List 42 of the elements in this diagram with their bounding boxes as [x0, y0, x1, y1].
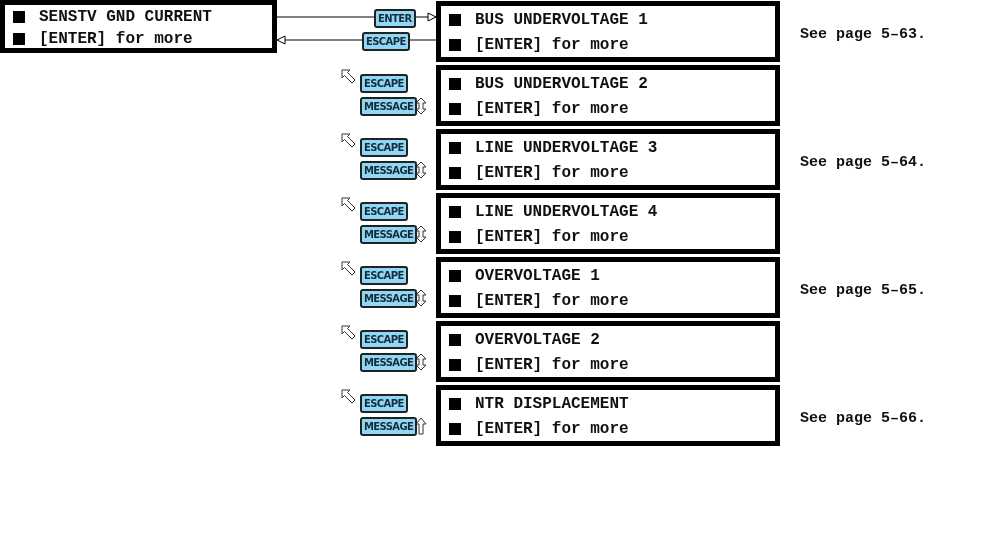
- display-text: BUS UNDERVOLTAGE 1: [475, 11, 648, 29]
- keypad-key: MESSAGE: [360, 161, 418, 180]
- display-box: [436, 65, 780, 126]
- keypad-key: MESSAGE: [360, 225, 418, 244]
- page-reference-note: See page 5–64.: [800, 154, 927, 171]
- keypad-key: ESCAPE: [360, 330, 408, 349]
- display-box: [436, 129, 780, 190]
- display-box: [436, 257, 780, 318]
- display-text: [ENTER] for more: [475, 292, 629, 310]
- display-text: OVERVOLTAGE 2: [475, 331, 600, 349]
- display-text: BUS UNDERVOLTAGE 2: [475, 75, 648, 93]
- display-text: [ENTER] for more: [39, 30, 193, 48]
- keypad-key: ESCAPE: [360, 74, 408, 93]
- page-reference-note: See page 5–65.: [800, 282, 927, 299]
- display-text: OVERVOLTAGE 1: [475, 267, 600, 285]
- display-box: [0, 0, 277, 53]
- display-text: [ENTER] for more: [475, 36, 629, 54]
- display-box: [436, 385, 780, 446]
- display-box: [436, 321, 780, 382]
- keypad-key: ESCAPE: [360, 202, 408, 221]
- keypad-key: MESSAGE: [360, 289, 418, 308]
- display-text: SENSTV GND CURRENT: [39, 8, 212, 26]
- display-text: [ENTER] for more: [475, 420, 629, 438]
- keypad-key: MESSAGE: [360, 417, 418, 436]
- page-reference-note: See page 5–63.: [800, 26, 927, 43]
- display-text: [ENTER] for more: [475, 100, 629, 118]
- display-text: [ENTER] for more: [475, 164, 629, 182]
- keypad-key: MESSAGE: [360, 97, 418, 116]
- keypad-key: ENTER: [374, 9, 416, 28]
- display-text: [ENTER] for more: [475, 356, 629, 374]
- keypad-key: ESCAPE: [360, 266, 408, 285]
- keypad-key: ESCAPE: [360, 394, 408, 413]
- page-reference-note: See page 5–66.: [800, 410, 927, 427]
- display-box: [436, 193, 780, 254]
- keypad-key: MESSAGE: [360, 353, 418, 372]
- display-text: LINE UNDERVOLTAGE 3: [475, 139, 658, 157]
- display-text: LINE UNDERVOLTAGE 4: [475, 203, 658, 221]
- keypad-key: ESCAPE: [360, 138, 408, 157]
- display-text: [ENTER] for more: [475, 228, 629, 246]
- display-box: [436, 1, 780, 62]
- display-text: NTR DISPLACEMENT: [475, 395, 629, 413]
- keypad-key: ESCAPE: [362, 32, 410, 51]
